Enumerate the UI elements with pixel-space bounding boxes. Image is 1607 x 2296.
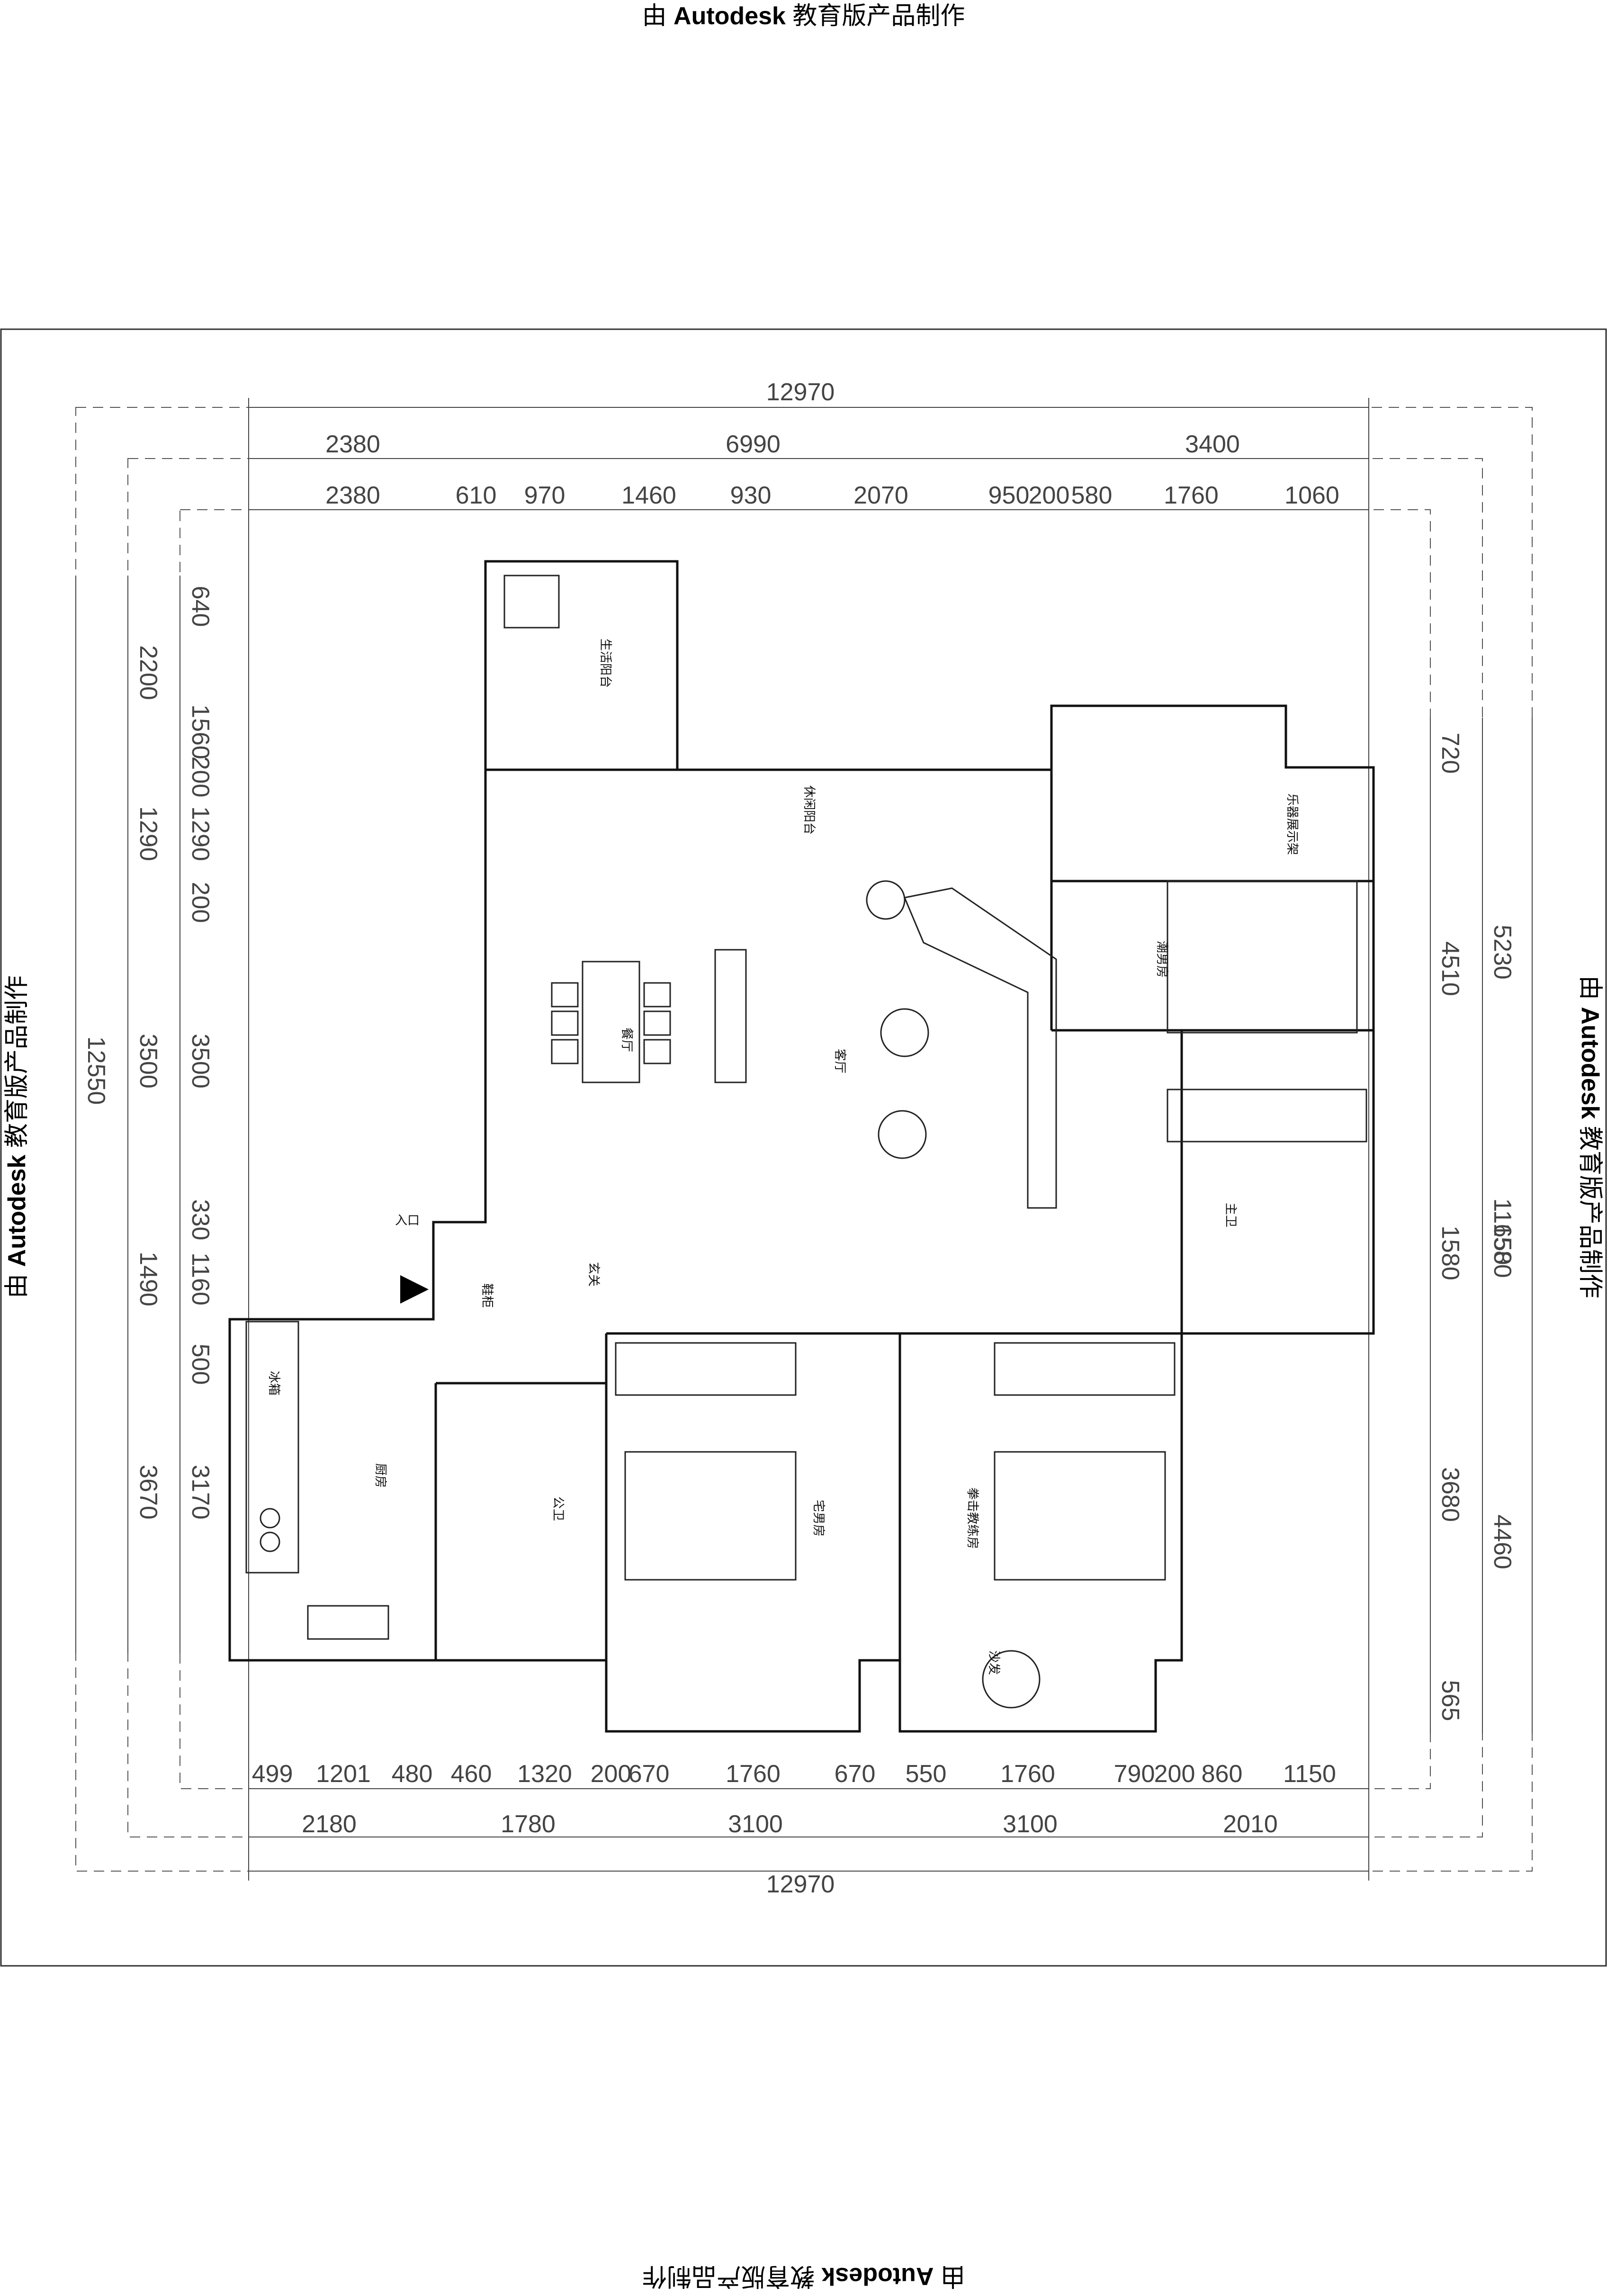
dim-bottom-row2-10: 1760 xyxy=(1000,1760,1055,1788)
dim-right-row2-1: 4510 xyxy=(1436,941,1464,996)
dim-top-row2-10: 1060 xyxy=(1284,482,1339,509)
dim-top-row2-4: 930 xyxy=(730,482,772,509)
dimension-guides xyxy=(75,407,1533,1872)
master-wardrobe xyxy=(1167,1089,1367,1143)
dim-right-row2-2: 1580 xyxy=(1436,1225,1464,1280)
entrance-label: 入口 xyxy=(395,1214,420,1228)
dim-right-row2-3: 3680 xyxy=(1436,1467,1464,1522)
room-label-6: 主卫 xyxy=(1223,1203,1238,1227)
dim-bottom-row2-8: 670 xyxy=(835,1760,876,1788)
room-label-12: 宅男房 xyxy=(811,1500,826,1537)
dim-left-row2-9: 3170 xyxy=(187,1465,214,1520)
room-label-8: 玄关 xyxy=(586,1262,601,1287)
dim-left-row2-2: 200 xyxy=(187,756,214,798)
dim-bottom-row2-1: 1201 xyxy=(316,1760,371,1788)
dim-bottom-row2-14: 1150 xyxy=(1283,1760,1336,1788)
dim-bottom-row1-4: 2010 xyxy=(1223,1810,1278,1838)
dim-left-row1-0: 2200 xyxy=(135,645,162,700)
room-label-10: 冰箱 xyxy=(267,1371,281,1396)
drawing-frame xyxy=(0,328,1607,1967)
room-label-7: 鞋柜 xyxy=(480,1283,494,1308)
dim-bottom-row2-13: 860 xyxy=(1202,1760,1243,1788)
dim-bottom-row1-0: 2180 xyxy=(302,1810,357,1838)
dim-left-row1-1: 1290 xyxy=(135,806,162,861)
dim-left-row2-6: 330 xyxy=(187,1199,214,1241)
dim-left-row2-4: 200 xyxy=(187,882,214,923)
dim-bottom-overall: 12970 xyxy=(766,1871,835,1898)
dim-bottom-row2-4: 1320 xyxy=(517,1760,572,1788)
dimension-lines xyxy=(75,398,1533,1881)
dim-bottom-row2-9: 550 xyxy=(906,1760,947,1788)
dim-left-row2-0: 640 xyxy=(187,586,214,627)
dim-bottom-row2-3: 460 xyxy=(451,1760,492,1788)
dim-top-row2-5: 2070 xyxy=(853,482,908,509)
dim-top-row2-0: 2380 xyxy=(325,482,380,509)
dim-bottom-row1-1: 1780 xyxy=(501,1810,556,1838)
watermark-top: 由 Autodesk 教育版产品制作 xyxy=(642,2,965,30)
dim-bottom-row2-12: 200 xyxy=(1154,1760,1195,1788)
dim-top-row1-2: 3400 xyxy=(1185,431,1240,458)
wardrobe-a xyxy=(615,1342,797,1396)
dim-top-row2-9: 1760 xyxy=(1164,482,1219,509)
dining-table xyxy=(582,961,640,1083)
dim-top-row1-1: 6990 xyxy=(726,431,781,458)
dim-left-row2-7: 1160 xyxy=(187,1252,214,1306)
dim-top-overall: 12970 xyxy=(766,378,835,406)
dim-bottom-row2-6: 670 xyxy=(628,1760,670,1788)
dim-bottom-row2-11: 790 xyxy=(1114,1760,1155,1788)
dim-bottom-row2-0: 499 xyxy=(252,1760,293,1788)
entrance-arrow-icon xyxy=(400,1275,429,1304)
dim-top-row2-2: 970 xyxy=(524,482,566,509)
dim-right-row1-1: 1580 xyxy=(1489,1223,1516,1278)
dim-left-row1-2: 3500 xyxy=(135,1034,162,1089)
dim-left-row1-4: 3670 xyxy=(135,1465,162,1520)
walls xyxy=(228,560,1375,1733)
dim-top-row2-3: 1460 xyxy=(621,482,676,509)
dim-top-row2-8: 580 xyxy=(1071,482,1113,509)
fixtures xyxy=(245,575,1367,1709)
dim-left-row2-5: 3500 xyxy=(187,1034,214,1089)
dim-bottom-row2-5: 200 xyxy=(591,1760,632,1788)
dim-top-row2-6: 950 xyxy=(988,482,1030,509)
room-label-9: 厨房 xyxy=(373,1463,387,1488)
dim-right-row1-2: 4460 xyxy=(1489,1514,1516,1569)
dim-bottom-row2-7: 1760 xyxy=(726,1760,781,1788)
dim-left-overall: 12550 xyxy=(82,1036,110,1105)
kitchen-counter xyxy=(245,1321,299,1574)
bar-counter xyxy=(903,887,1057,1209)
dim-bottom-row1-3: 3100 xyxy=(1003,1810,1058,1838)
dim-top-row2-7: 200 xyxy=(1029,482,1070,509)
room-label-0: 生活阳台 xyxy=(598,639,612,688)
dim-right-row2-0: 720 xyxy=(1436,733,1464,774)
dim-right-overall: 11650 xyxy=(1489,1198,1516,1265)
room-label-3: 餐厅 xyxy=(619,1027,634,1052)
room-label-1: 休闲阳台 xyxy=(802,785,816,835)
dim-left-row1-3: 1490 xyxy=(135,1252,162,1306)
room-label-14: 沙发 xyxy=(987,1650,1001,1675)
dim-bottom-row2-2: 480 xyxy=(392,1760,433,1788)
dim-left-row2-3: 1290 xyxy=(187,806,214,861)
sofa-table xyxy=(982,1650,1041,1709)
bed-b xyxy=(994,1451,1166,1581)
dim-right-row1-0: 5230 xyxy=(1489,925,1516,980)
dim-left-row2-8: 500 xyxy=(187,1344,214,1385)
dim-top-row2-1: 610 xyxy=(456,482,497,509)
room-label-5: 潮男房 xyxy=(1155,941,1169,978)
tv-cabinet xyxy=(714,949,747,1083)
dim-bottom-row1-2: 3100 xyxy=(728,1810,783,1838)
wardrobe-b xyxy=(994,1342,1176,1396)
dim-left-row2-1: 1560 xyxy=(187,704,214,759)
room-label-13: 拳击教练房 xyxy=(965,1487,979,1549)
room-label-4: 客厅 xyxy=(833,1049,847,1073)
washer xyxy=(503,575,560,629)
dim-right-row2-4: 565 xyxy=(1436,1680,1464,1721)
bed-a xyxy=(624,1451,797,1581)
dim-top-row1-0: 2380 xyxy=(325,431,380,458)
room-label-2: 乐器展示架 xyxy=(1285,793,1299,855)
boy-room-bed xyxy=(1167,880,1358,1034)
room-label-11: 公卫 xyxy=(551,1496,565,1521)
